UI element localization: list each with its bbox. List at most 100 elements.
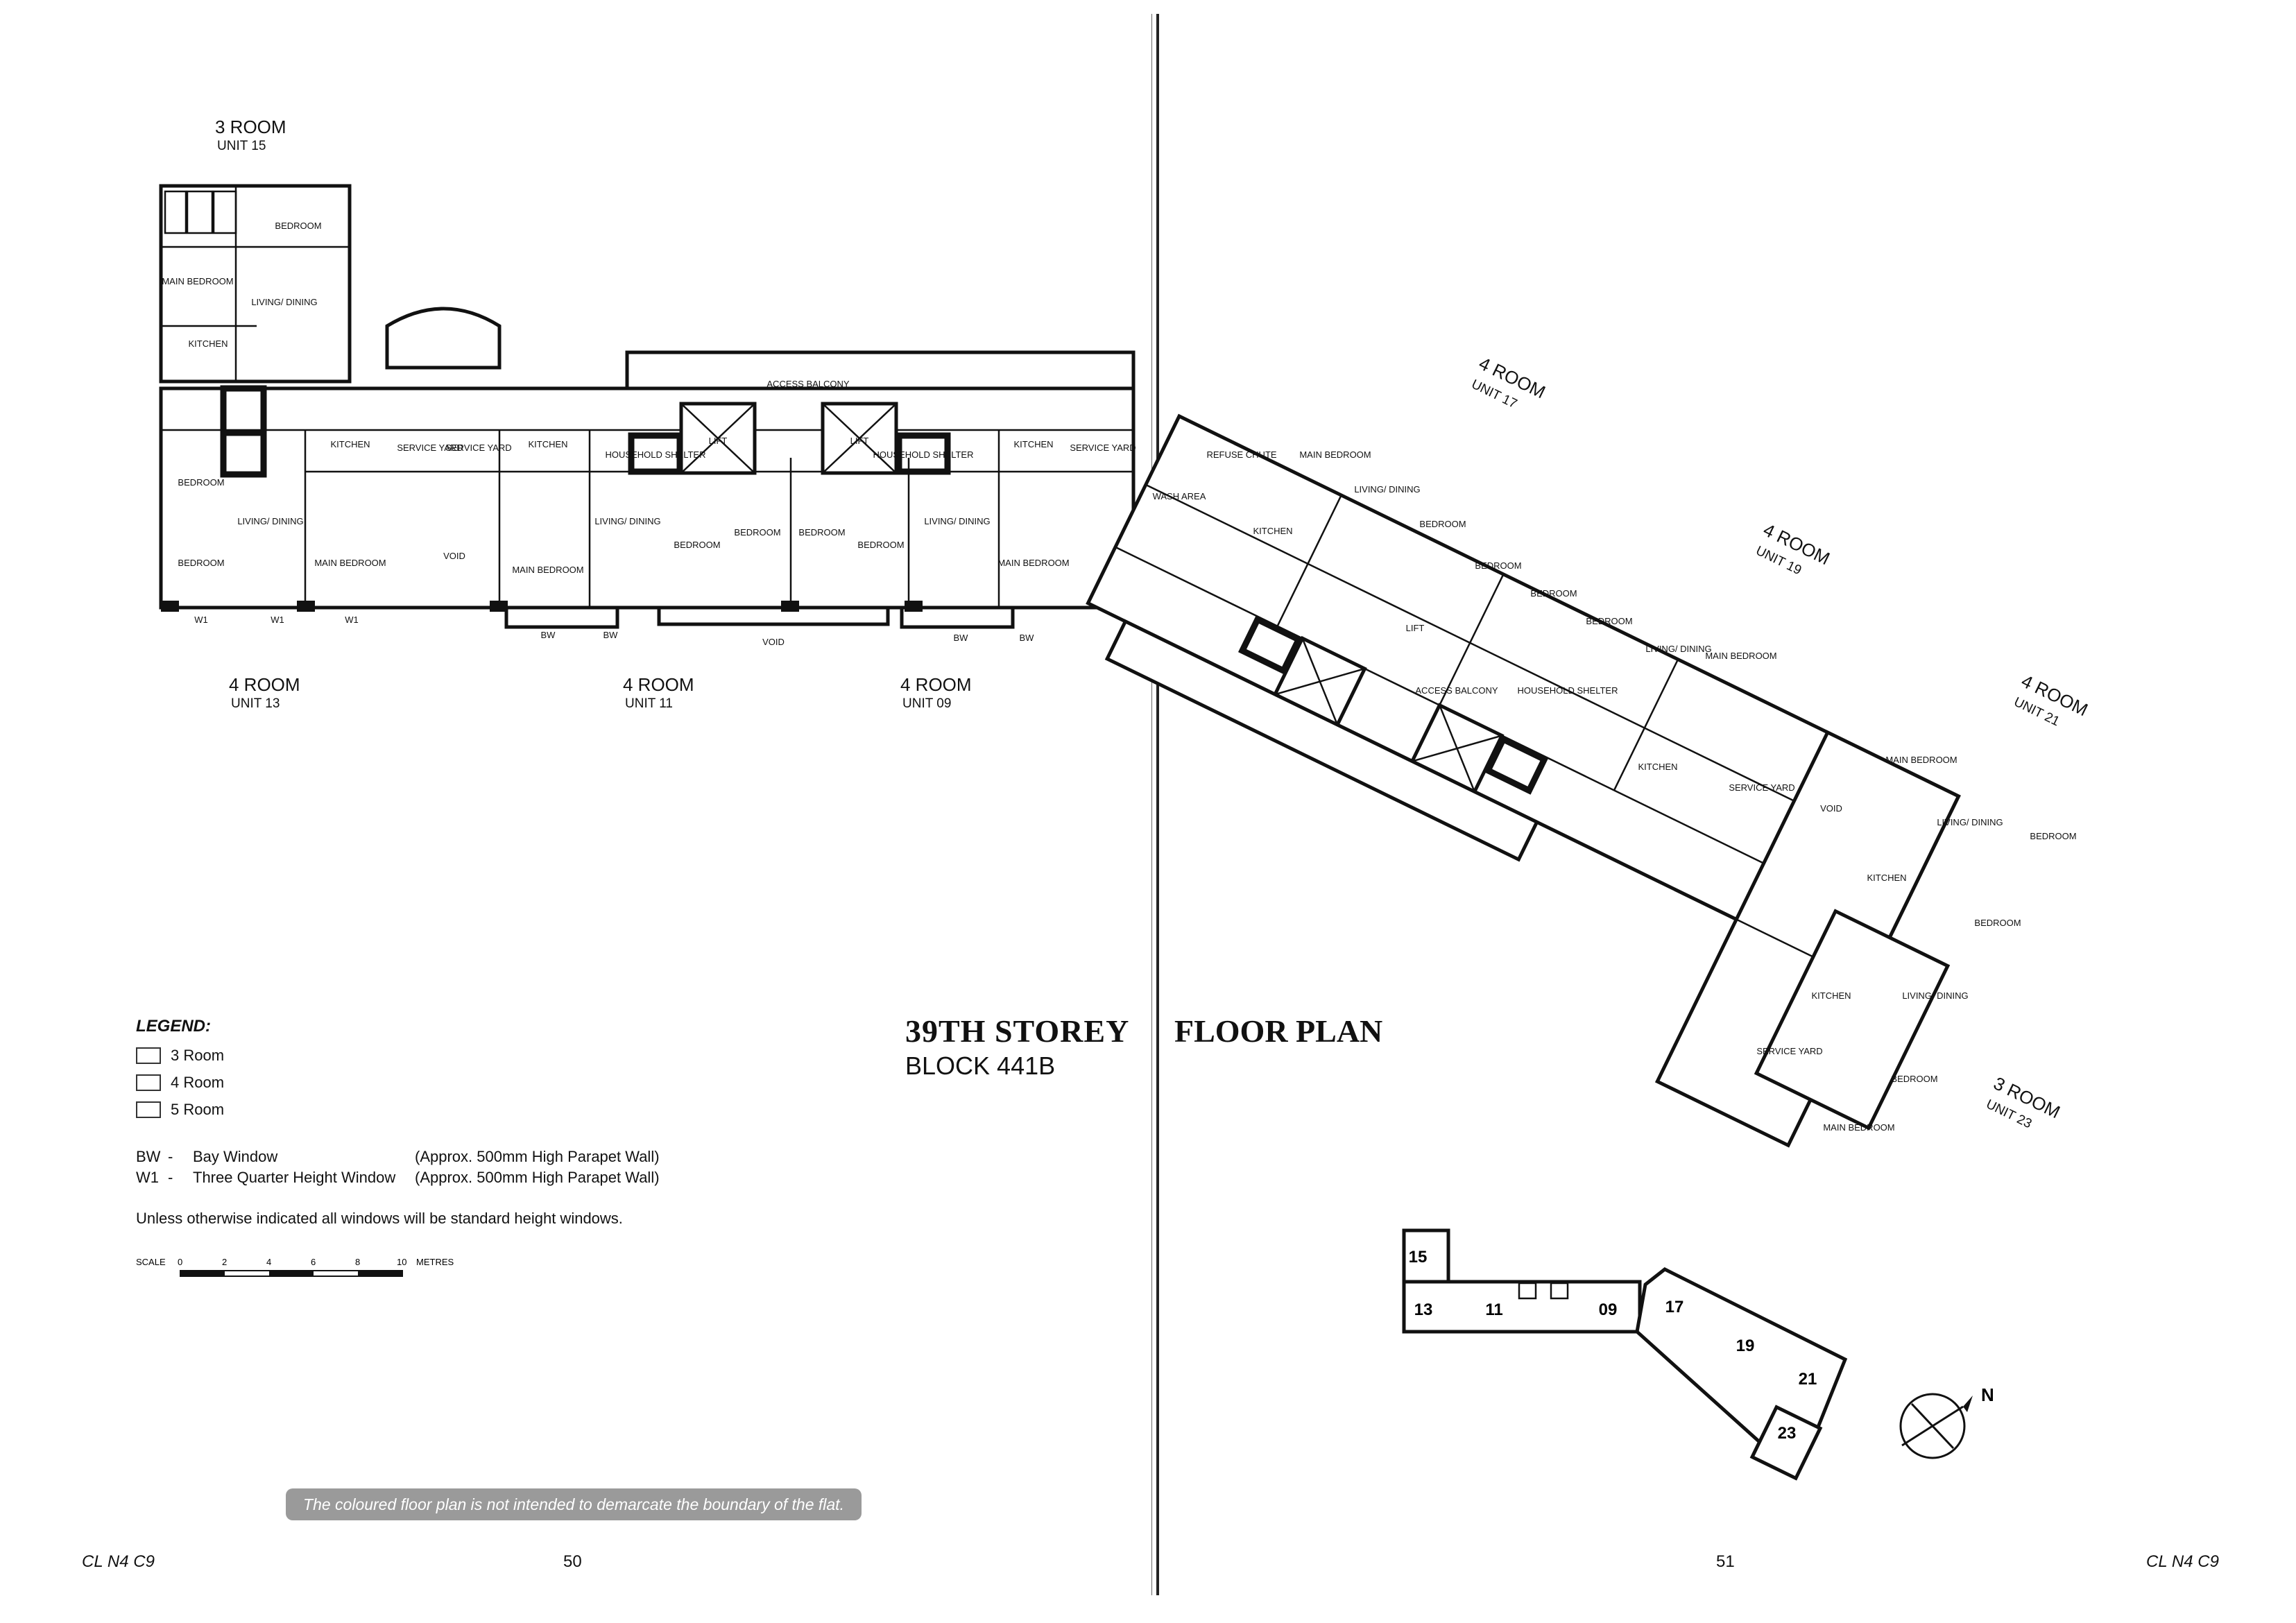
abbr-dash: - xyxy=(168,1148,173,1165)
room-label: BEDROOM xyxy=(798,527,845,538)
room-label: SERVICE YARD xyxy=(1070,443,1136,453)
unit-type-label: 4 ROOM xyxy=(229,674,300,695)
room-label: LIVING/ DINING xyxy=(251,297,317,307)
legend-item: 3 Room xyxy=(136,1042,224,1069)
column xyxy=(161,601,179,612)
north-arrow-circle xyxy=(1899,1393,1966,1459)
room-label: BEDROOM xyxy=(674,540,720,550)
key-plan: 15 13 11 09 17 19 21 23 xyxy=(1402,1228,1848,1481)
window-label: BW xyxy=(603,630,619,640)
room-label: KITCHEN xyxy=(188,338,228,349)
access-balcony-strip xyxy=(1104,619,1539,862)
scale-tick: 0 xyxy=(178,1257,182,1267)
key-plan-label: 17 xyxy=(1665,1298,1684,1316)
aircon-ledge xyxy=(164,190,187,234)
column xyxy=(781,601,799,612)
room-label: KITCHEN xyxy=(1253,526,1292,536)
legend-swatch xyxy=(136,1101,161,1118)
window-label: BW xyxy=(1020,633,1035,643)
room-label: BEDROOM xyxy=(1974,918,2021,928)
key-plan-label: 23 xyxy=(1778,1424,1797,1443)
legend-item: 4 Room xyxy=(136,1069,224,1096)
column xyxy=(297,601,315,612)
bath-wc xyxy=(186,190,214,234)
north-label: N xyxy=(1981,1384,1994,1405)
abbreviation-row: BW - Bay Window (Approx. 500mm High Para… xyxy=(136,1148,660,1169)
room-label: BEDROOM xyxy=(1891,1074,1937,1084)
room-label: KITCHEN xyxy=(1638,762,1677,772)
room-label: MAIN BEDROOM xyxy=(1705,651,1776,661)
room-label: LIVING/ DINING xyxy=(594,516,660,526)
room-label: HOUSEHOLD SHELTER xyxy=(873,449,974,460)
room-label: ACCESS BALCONY xyxy=(766,379,850,389)
key-plan-label: 09 xyxy=(1599,1300,1618,1319)
room-label: VOID xyxy=(762,637,785,647)
room-label: BEDROOM xyxy=(178,558,224,568)
room-label: HOUSEHOLD SHELTER xyxy=(1518,685,1618,696)
room-label: WASH AREA xyxy=(1153,491,1206,501)
room-label: LIVING/ DINING xyxy=(924,516,990,526)
room-label: BEDROOM xyxy=(178,477,224,488)
partition xyxy=(1613,659,1679,791)
bath-wc xyxy=(212,190,237,234)
lift-cross xyxy=(1274,667,1365,696)
window-label: W1 xyxy=(271,615,284,625)
room-label: KITCHEN xyxy=(1867,873,1906,883)
partition xyxy=(1145,483,1795,802)
abbr-dash: - xyxy=(168,1169,173,1186)
north-arrow-icon: N xyxy=(1899,1384,1994,1459)
window-label: W1 xyxy=(345,615,359,625)
room-label: KITCHEN xyxy=(528,439,567,449)
room-label: LIFT xyxy=(850,436,869,446)
lift-cross xyxy=(822,403,897,474)
room-label: MAIN BEDROOM xyxy=(1299,449,1371,460)
room-label: LIFT xyxy=(709,436,728,446)
page-number-right: 51 xyxy=(1716,1552,1735,1571)
key-plan-label: 13 xyxy=(1414,1300,1433,1319)
room-label: SERVICE YARD xyxy=(1756,1046,1822,1056)
household-shelter xyxy=(220,429,267,478)
household-shelter xyxy=(1484,735,1549,795)
room-label: MAIN BEDROOM xyxy=(314,558,386,568)
room-label: MAIN BEDROOM xyxy=(997,558,1069,568)
room-label: HOUSEHOLD SHELTER xyxy=(606,449,706,460)
scale-unit: METRES xyxy=(416,1257,454,1267)
room-label: SERVICE YARD xyxy=(397,443,463,453)
household-shelter xyxy=(628,432,683,475)
legend-label: 4 Room xyxy=(171,1073,225,1091)
scale-bar-graphic: SCALE 0 2 4 6 8 10 METRES xyxy=(136,1257,454,1277)
room-labels-right: REFUSE CHUTE WASH AREA MAIN BEDROOM LIVI… xyxy=(1153,449,2077,1133)
room-label: KITCHEN xyxy=(330,439,370,449)
partition xyxy=(1439,574,1505,706)
room-label: BEDROOM xyxy=(1475,560,1521,571)
room-label: LIVING/ DINING xyxy=(237,516,303,526)
key-plan-lift xyxy=(1550,1282,1569,1300)
scale-bar-segment xyxy=(269,1271,314,1276)
abbr-note: (Approx. 500mm High Parapet Wall) xyxy=(415,1169,660,1186)
room-label: REFUSE CHUTE xyxy=(1206,449,1276,460)
page-gutter xyxy=(1156,14,1159,1595)
room-label: LIVING/ DINING xyxy=(1937,817,2003,827)
room-label: LIVING/ DINING xyxy=(1354,484,1420,495)
unit-15-outline xyxy=(159,184,352,384)
room-label: MAIN BEDROOM xyxy=(162,276,233,286)
unit-number-label: UNIT 09 xyxy=(902,696,951,711)
room-label: LIVING/ DINING xyxy=(1645,644,1711,654)
room-label: ACCESS BALCONY xyxy=(1415,685,1498,696)
bay-window xyxy=(657,606,890,626)
bay-window xyxy=(900,606,1015,629)
abbr-code: W1 xyxy=(136,1169,159,1186)
window-note: Unless otherwise indicated all windows w… xyxy=(136,1210,623,1227)
scale-bar-segment xyxy=(180,1271,225,1276)
abbr-desc: Bay Window xyxy=(193,1148,278,1165)
lift-cross xyxy=(680,403,755,474)
room-label: SERVICE YARD xyxy=(445,443,511,453)
unit-number-label: UNIT 15 xyxy=(217,139,266,153)
unit-type-label: 4 ROOM xyxy=(623,674,694,695)
room-label: BEDROOM xyxy=(1530,588,1577,599)
left-wing xyxy=(159,184,1136,629)
room-label: KITCHEN xyxy=(1811,990,1851,1001)
block-title: BLOCK 441B xyxy=(905,1051,1056,1080)
legend-swatch xyxy=(136,1074,161,1091)
